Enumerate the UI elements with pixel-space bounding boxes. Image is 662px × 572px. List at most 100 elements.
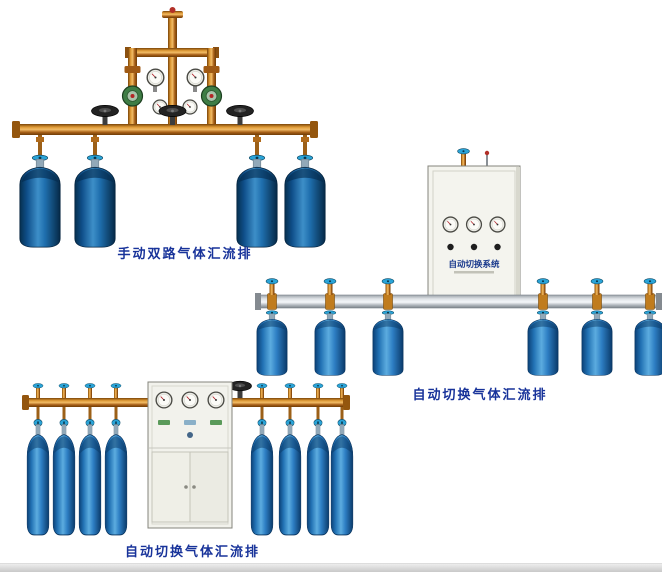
valve-riser [288,388,292,398]
pigtail-stub [93,135,97,158]
valve-handwheel [226,104,254,118]
pressure-gauge [489,216,506,233]
valve-handwheel [58,383,70,389]
valve-handwheel [284,383,296,389]
valve-handwheel [336,383,348,389]
brass-coupler [592,293,602,310]
valve-stub [327,284,333,295]
control-knob [447,243,454,251]
gas-cylinder [104,418,128,536]
horizontal-scrollbar[interactable] [0,563,662,572]
gas-cylinder [19,154,61,248]
product-caption: 手动双路气体汇流排 [117,246,253,261]
valve-stub [540,284,546,295]
gas-cylinder [256,310,288,376]
center-riser-pipe [168,16,177,128]
gas-cylinder [74,154,116,248]
pipe-end-flange [310,121,318,138]
pipe-end-cap [255,293,261,310]
gas-cylinder [306,418,330,536]
indicator-label [210,420,222,425]
valve-handwheel [536,278,550,285]
valve-handwheel [158,104,187,118]
brass-coupler [645,293,655,310]
valve-stub [594,284,600,295]
valve-handwheel [265,278,279,285]
valve-handwheel [32,383,44,389]
pigtail-stub [260,407,264,419]
pigtail-nut [253,137,261,142]
valve-riser [62,388,66,398]
valve-handwheel [110,383,122,389]
brass-coupler [325,293,335,310]
valve-stub [647,284,653,295]
pipe-end-flange [22,395,29,410]
valve-riser [88,388,92,398]
control-knob [494,243,501,251]
gas-cylinder [314,310,346,376]
gas-cylinder [250,418,274,536]
door-handle [184,485,188,489]
valve-stem [102,115,108,125]
control-cabinet: 自动切换系统 [427,165,521,303]
gas-cylinder [278,418,302,536]
pigtail-stub [38,135,42,158]
manual-dual-manifold-illustration [12,7,326,248]
cabinet-inlet-pipe [461,152,466,168]
valve-handwheel [457,148,470,155]
brass-coupler [267,293,277,310]
pressure-gauge [465,216,483,233]
pressure-gauge [442,216,459,233]
gas-cylinder [52,418,76,536]
pigtail-stub [114,407,118,419]
pipe-end-flange [12,121,20,138]
pigtail-nut [301,137,309,142]
pressure-gauge [181,391,199,409]
shutoff-valves [91,104,254,125]
product-caption: 自动切换气体汇流排 [124,544,260,559]
cylinder-stations [32,383,348,419]
pressure-regulator [200,85,223,107]
cabinet-body [427,165,521,303]
pressure-gauge [146,68,165,87]
valve-handwheel [381,278,395,285]
top-fitting [162,11,183,18]
top-valve-knob [169,7,176,13]
valve-stem [170,115,175,125]
regulators-and-gauges [121,68,223,115]
auto-switch-manifold-illustration: 自动切换系统 [255,148,662,376]
valve-handwheel [643,278,657,285]
valve-riser [340,388,344,398]
pipe-nut [124,66,141,73]
main-manifold-pipe [15,124,315,135]
sensor-rod [486,154,488,168]
gas-cylinder [372,310,404,376]
indicator-label [158,420,170,425]
valve-riser [114,388,118,398]
pipe-nut [203,66,220,73]
pigtail-stub [340,407,344,419]
valve-stub [385,284,391,295]
pressure-gauge [186,68,205,87]
cabinet-door-right [189,451,229,523]
cabinet-top-fittings [457,148,490,168]
gas-cylinder [527,310,559,376]
manifold-pipework [12,7,318,138]
indicator-label [184,420,196,425]
valve-stub [269,284,275,295]
pressure-regulator [121,85,144,107]
pressure-gauge [155,391,173,409]
valve-handwheel [84,383,96,389]
valve-riser [316,388,320,398]
pigtail-stub [88,407,92,419]
pipe-end-cap [656,293,662,310]
gas-cylinder [581,310,613,376]
pigtail-stub [62,407,66,419]
pigtail-stub [255,135,259,158]
valve-stem [237,115,243,125]
gas-cylinder [330,418,354,536]
gas-cylinders [256,310,662,376]
brass-coupler [538,293,548,310]
gas-cylinder [26,418,50,536]
